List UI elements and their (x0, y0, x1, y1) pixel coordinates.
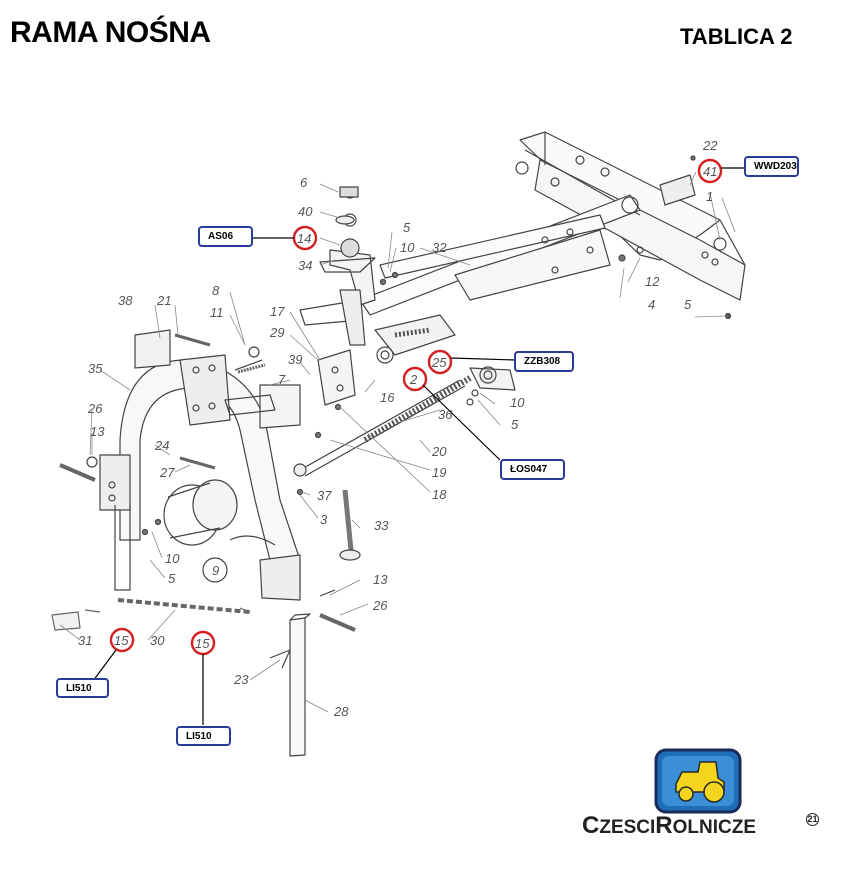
part-14: 14 (297, 231, 311, 246)
part-35: 35 (88, 361, 103, 376)
code-zzb308[interactable]: ZZB308 (514, 351, 574, 372)
part-17: 17 (270, 304, 285, 319)
part-1: 1 (706, 189, 713, 204)
highlight-15a (109, 627, 135, 653)
part-15-a: 15 (114, 633, 129, 648)
part-13-right: 13 (373, 572, 388, 587)
hitch-arch (99, 329, 301, 601)
part-6: 6 (300, 175, 308, 190)
main-frame-beam (515, 131, 746, 301)
code-connectors (89, 167, 745, 725)
part-38: 38 (118, 293, 133, 308)
highlight-2 (402, 366, 428, 392)
part-numbers: 22 41 1 6 40 14 5 10 32 34 12 4 5 38 21 … (78, 138, 718, 719)
part-13-left: 13 (90, 424, 105, 439)
part-23: 23 (233, 672, 249, 687)
part-7: 7 (278, 372, 286, 387)
part-22: 22 (702, 138, 718, 153)
leader-lines (59, 171, 736, 713)
code-los047[interactable]: ŁOS047 (500, 459, 565, 480)
part-21: 21 (156, 293, 171, 308)
part-4: 4 (648, 297, 655, 312)
pto-cone (163, 479, 276, 583)
part-10-left: 10 (165, 551, 180, 566)
part-34: 34 (298, 258, 312, 273)
part-20: 20 (431, 444, 447, 459)
highlight-25 (427, 349, 453, 375)
part-5-right: 5 (684, 297, 692, 312)
part-33: 33 (374, 518, 389, 533)
part-10-right: 10 (510, 395, 525, 410)
brand-mark: 21 (806, 813, 819, 826)
part-24: 24 (154, 438, 169, 453)
lower-post (269, 613, 311, 757)
part-10-top: 10 (400, 240, 415, 255)
part-5-top: 5 (403, 220, 411, 235)
code-li510-b[interactable]: LI510 (176, 726, 231, 746)
part-39: 39 (288, 352, 302, 367)
part-19: 19 (432, 465, 446, 480)
brand-name: CZESCIROLNICZE (582, 812, 757, 839)
part-28: 28 (333, 704, 349, 719)
pivot-bracket (466, 366, 516, 406)
part-18: 18 (432, 487, 447, 502)
part-16: 16 (380, 390, 395, 405)
part-8: 8 (212, 283, 220, 298)
code-wwd203[interactable]: WWD203 (744, 156, 799, 177)
part-41: 41 (703, 164, 717, 179)
part-37: 37 (317, 488, 332, 503)
part-26-right: 26 (372, 598, 388, 613)
part-9: 9 (212, 563, 219, 578)
code-li510-a[interactable]: LI510 (56, 678, 109, 698)
table-label: TABLICA 2 (680, 24, 793, 49)
part-32: 32 (432, 240, 447, 255)
highlight-41 (697, 158, 723, 184)
part-2: 2 (409, 372, 418, 387)
chain (51, 598, 251, 631)
part-36: 36 (438, 407, 453, 422)
diagonal-frame-tube (359, 194, 641, 316)
part-25: 25 (431, 355, 447, 370)
page-title: RAMA NOŚNA (10, 16, 211, 49)
part-5-mid: 5 (511, 417, 519, 432)
lever-bracket (299, 187, 456, 406)
part-31: 31 (78, 633, 92, 648)
part-30: 30 (150, 633, 165, 648)
part-11: 11 (210, 305, 224, 320)
tractor-logo (654, 748, 742, 814)
part-29: 29 (269, 325, 284, 340)
part-5-left: 5 (168, 571, 176, 586)
part-27: 27 (159, 465, 175, 480)
tractor-icon (675, 761, 725, 803)
code-as06[interactable]: AS06 (198, 226, 253, 247)
part-3: 3 (320, 512, 328, 527)
part-40: 40 (298, 204, 313, 219)
part-15-b: 15 (195, 636, 210, 651)
part-12: 12 (645, 274, 660, 289)
part-26-left: 26 (87, 401, 103, 416)
